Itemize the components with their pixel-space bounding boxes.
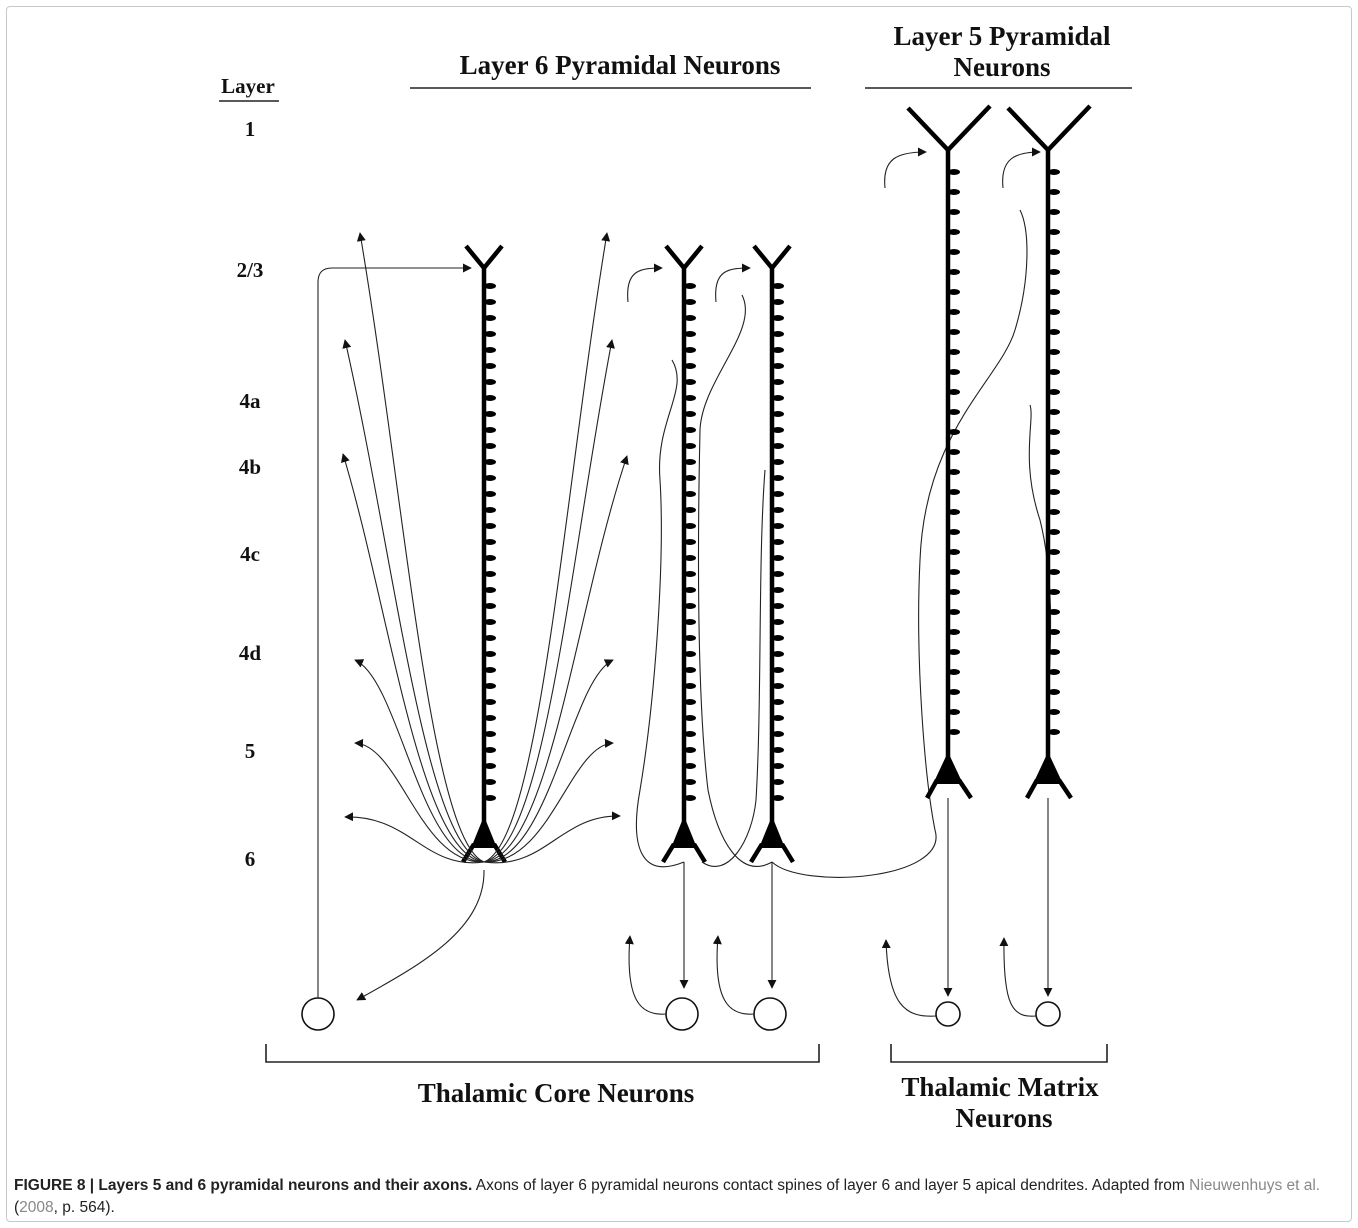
thalamic-matrix-label-line2: Neurons	[955, 1103, 1052, 1133]
figure-caption: FIGURE 8 | Layers 5 and 6 pyramidal neur…	[14, 1175, 1344, 1219]
thalamic-core-bracket	[265, 1044, 820, 1063]
layer-column-heading: Layer	[221, 74, 275, 98]
layer-label: 6	[245, 847, 256, 871]
thalamic-core-neuron-left	[301, 263, 472, 1031]
caption-body: Axons of layer 6 pyramidal neurons conta…	[472, 1177, 1190, 1194]
layer6-neuron-b	[661, 244, 707, 864]
thalamic-matrix-bracket	[890, 1044, 1108, 1063]
layer-label: 4d	[239, 641, 262, 665]
thalamic-matrix-neurons	[881, 937, 1061, 1027]
layer6-neuron-a-axon-fan	[341, 232, 629, 1001]
layer5-title-line1: Layer 5 Pyramidal	[894, 21, 1111, 51]
layer6-neuron-a	[461, 244, 507, 864]
caption-ref-close: , p. 564).	[53, 1199, 115, 1216]
layer-label: 4c	[240, 542, 260, 566]
layer6-title: Layer 6 Pyramidal Neurons	[460, 50, 781, 80]
dendrite-spines	[484, 283, 496, 801]
caption-ref-open: (	[14, 1199, 20, 1216]
figure-frame	[6, 6, 1352, 1222]
thalamic-core-neurons	[624, 935, 787, 1031]
layer-label: 5	[245, 739, 256, 763]
layer5-axons	[884, 147, 1053, 997]
layer-label: 1	[245, 117, 256, 141]
layer5-neuron-e	[1006, 104, 1092, 800]
layer6-axons-bc	[627, 209, 1052, 989]
caption-label: FIGURE 8 | Layers 5 and 6 pyramidal neur…	[14, 1177, 473, 1194]
layer-label: 2/3	[237, 258, 264, 282]
layer5-title-line2: Neurons	[953, 52, 1050, 82]
layer-label: 4b	[239, 455, 261, 479]
dendrite-spines	[684, 283, 696, 801]
layer-labels: 1 2/3 4a 4b 4c 4d 5 6	[237, 117, 264, 871]
neuron-diagram: Layer Layer 6 Pyramidal Neurons Layer 5 …	[219, 21, 1132, 1133]
dendrite-spines	[772, 283, 784, 801]
reference-year-link[interactable]: 2008	[19, 1199, 54, 1216]
reference-authors-link[interactable]: Nieuwenhuys et al.	[1189, 1177, 1321, 1194]
layer-label: 4a	[240, 389, 262, 413]
layer6-neuron-c	[749, 244, 795, 864]
thalamic-core-label: Thalamic Core Neurons	[418, 1078, 695, 1108]
dendrite-spines	[948, 169, 960, 735]
thalamic-matrix-label-line1: Thalamic Matrix	[901, 1072, 1099, 1102]
layer5-neuron-d	[906, 104, 992, 800]
dendrite-spines	[1048, 169, 1060, 735]
